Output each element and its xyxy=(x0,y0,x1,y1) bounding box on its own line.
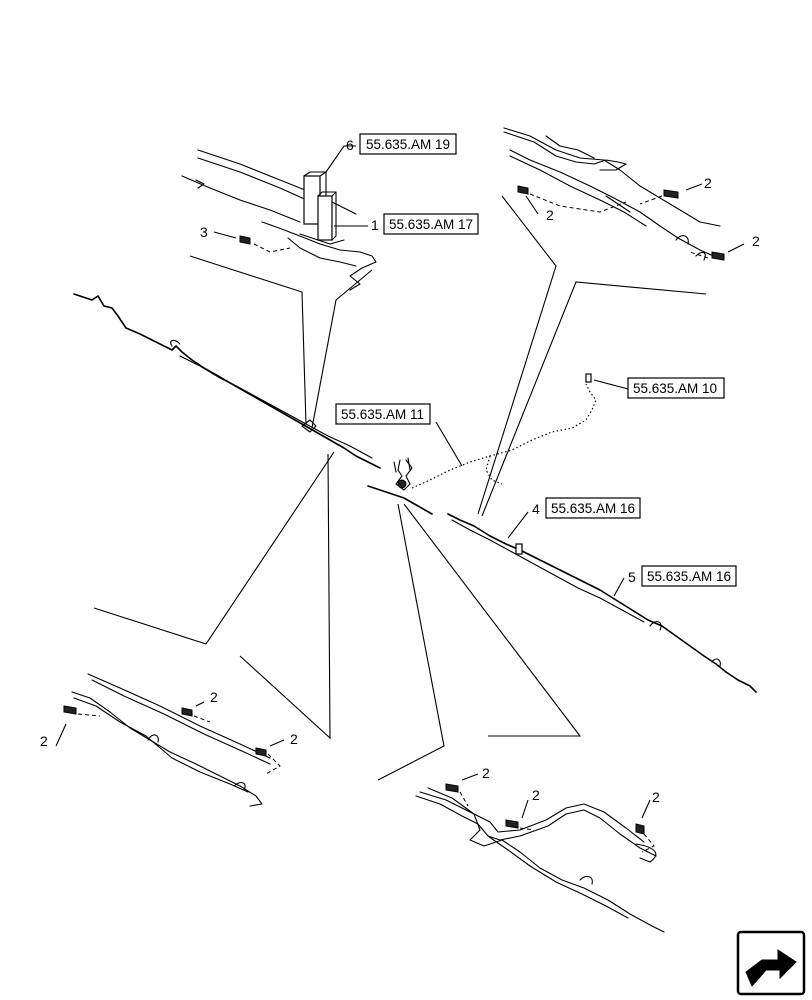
detail-bottom-left xyxy=(55,673,285,807)
item-number-2: 2 xyxy=(704,175,712,191)
ref-55-635-am-10: 55.635.AM 10 xyxy=(627,377,725,399)
ref-55-635-am-19: 55.635.AM 19 xyxy=(359,133,457,155)
main-harness xyxy=(73,293,757,693)
branch-harness-dotted xyxy=(411,373,597,489)
item-number-2: 2 xyxy=(532,787,540,803)
item-number-2: 2 xyxy=(290,731,298,747)
item-number-2: 2 xyxy=(652,789,660,805)
detail-zoom-lines xyxy=(93,195,707,781)
item-number-2: 2 xyxy=(546,207,554,223)
item-number-2: 2 xyxy=(752,233,760,249)
ref-text: 55.635.AM 19 xyxy=(366,137,450,152)
ref-text: 55.635.AM 11 xyxy=(341,407,424,422)
next-page-arrow-icon[interactable] xyxy=(736,930,806,996)
item-number-6: 6 xyxy=(346,137,354,153)
ref-text: 55.635.AM 16 xyxy=(551,501,635,516)
item-number-4: 4 xyxy=(532,501,540,517)
item-number-2: 2 xyxy=(210,689,218,705)
item-number-2: 2 xyxy=(482,765,490,781)
ref-55-635-am-11: 55.635.AM 11 xyxy=(335,403,431,425)
ref-text: 55.635.AM 16 xyxy=(647,569,731,584)
item-number-5: 5 xyxy=(628,569,636,585)
ref-55-635-am-16-item5: 55.635.AM 16 xyxy=(641,565,737,587)
ref-text: 55.635.AM 10 xyxy=(633,381,717,396)
ref-55-635-am-17: 55.635.AM 17 xyxy=(383,213,479,235)
ref-text: 55.635.AM 17 xyxy=(389,217,473,232)
detail-bottom-right xyxy=(415,773,665,933)
detail-top-left xyxy=(181,145,377,291)
ref-55-635-am-16-item4: 55.635.AM 16 xyxy=(545,497,641,519)
item-number-1: 1 xyxy=(371,217,379,233)
detail-top-right xyxy=(503,127,745,261)
item-number-3: 3 xyxy=(200,224,208,240)
item-numbers: 6 1 3 4 5 2 2 2 2 2 2 2 2 2 xyxy=(40,137,760,805)
item-number-2: 2 xyxy=(40,733,48,749)
